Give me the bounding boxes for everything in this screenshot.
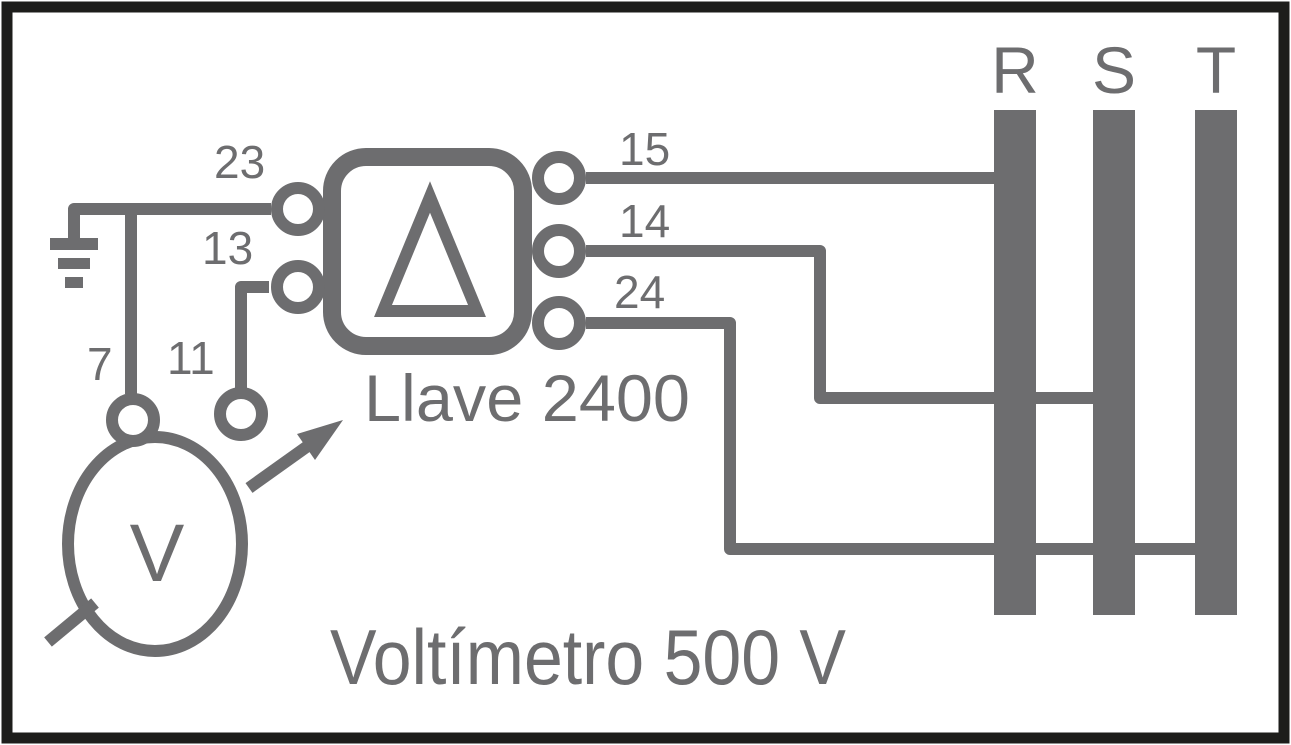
terminal-ring-23 <box>271 182 325 236</box>
wire-ground-to-23 <box>68 203 271 244</box>
voltmeter-arrow-icon <box>245 420 343 493</box>
terminal-label-24: 24 <box>614 266 665 318</box>
phase-label-R: R <box>991 33 1039 107</box>
voltmeter-needle <box>44 598 99 647</box>
voltmeter-symbol: V <box>130 508 185 599</box>
terminal-label-15: 15 <box>619 123 670 175</box>
wire-14-to-S <box>586 245 1093 404</box>
voltmeter-circle <box>62 431 248 657</box>
terminal-label-13: 13 <box>202 222 253 274</box>
terminal-label-14: 14 <box>619 195 670 247</box>
busbar-T <box>1195 110 1237 615</box>
busbar-R <box>994 110 1036 615</box>
ground-icon <box>50 238 98 288</box>
busbar-S <box>1093 110 1135 615</box>
switch-label: Llave 2400 <box>364 361 690 435</box>
delta-icon <box>374 181 486 317</box>
terminal-ring-24 <box>532 296 586 350</box>
terminal-label-7: 7 <box>87 338 113 390</box>
terminal-ring-13 <box>271 260 325 314</box>
terminal-label-23: 23 <box>214 136 265 188</box>
terminal-ring-14 <box>532 224 586 278</box>
voltmeter-label: Voltímetro 500 V <box>330 613 846 701</box>
phase-label-S: S <box>1092 33 1136 107</box>
terminal-ring-11 <box>214 387 268 441</box>
terminal-ring-7 <box>106 393 160 447</box>
wire-24-to-T <box>586 317 1195 555</box>
terminal-ring-15 <box>532 151 586 205</box>
terminal-label-11: 11 <box>167 332 215 384</box>
switch-box <box>323 148 532 355</box>
wire-13-to-11 <box>235 281 269 388</box>
phase-label-T: T <box>1196 33 1236 107</box>
